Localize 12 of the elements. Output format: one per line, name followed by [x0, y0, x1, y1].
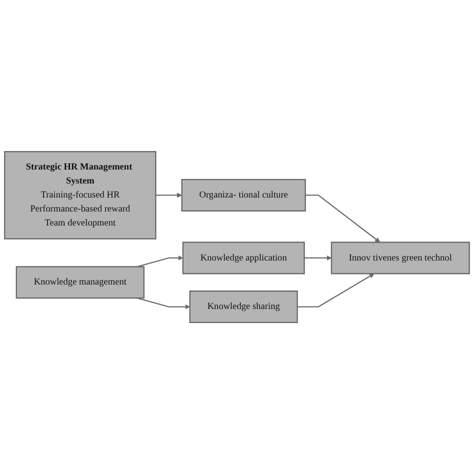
node-box: Knowledge application: [182, 242, 305, 274]
arrow: [305, 194, 380, 242]
node-box: Innov tivenes green technol: [330, 242, 470, 274]
node-box: Organiza- tional culture: [181, 178, 306, 212]
node-box: Strategic HR Management System Training-focused HR Performance-based reward Team development: [4, 151, 156, 240]
arrow: [297, 273, 374, 308]
arrow: [156, 192, 182, 198]
arrow: [304, 255, 332, 260]
arrow: [137, 255, 184, 268]
node-box: Knowledge sharing: [189, 290, 298, 323]
node-box: Knowledge management: [16, 266, 145, 299]
arrow: [136, 297, 190, 310]
